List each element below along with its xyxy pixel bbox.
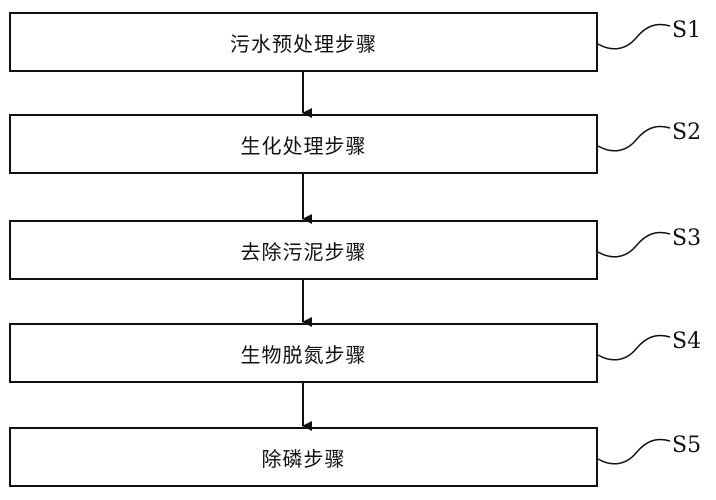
step-tag-s5: S5: [672, 433, 702, 458]
leader-line-s1: [597, 23, 671, 50]
step-box-s3: 去除污泥步骤: [9, 220, 598, 280]
leader-line-s3: [597, 231, 671, 258]
leader-line-s4: [597, 334, 671, 361]
step-box-s1: 污水预处理步骤: [9, 12, 598, 72]
step-tag-s4: S4: [672, 329, 702, 354]
leader-line-s5: [597, 438, 671, 465]
leader-line-s2: [597, 125, 671, 152]
step-label-s4: 生物脱氮步骤: [240, 342, 367, 367]
step-label-s1: 污水预处理步骤: [230, 31, 377, 56]
step-tag-s3: S3: [672, 226, 702, 251]
step-tag-s2: S2: [672, 120, 702, 145]
step-label-s3: 去除污泥步骤: [240, 239, 367, 264]
step-label-s2: 生化处理步骤: [240, 133, 367, 158]
step-tag-s1: S1: [672, 18, 702, 43]
step-label-s5: 除磷步骤: [261, 446, 346, 471]
step-box-s2: 生化处理步骤: [9, 114, 598, 174]
